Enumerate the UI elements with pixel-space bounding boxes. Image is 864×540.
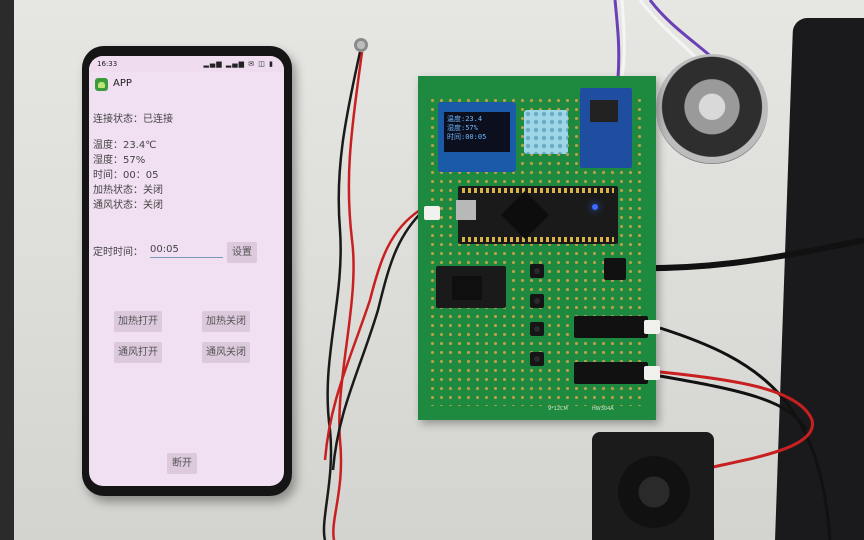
relay-cable-red [659, 370, 814, 472]
button-4 [530, 352, 544, 366]
relay-2-connector [644, 366, 660, 380]
fan-cable-black [659, 374, 808, 431]
fan-hub [618, 456, 690, 528]
probe-wire-black [322, 51, 362, 540]
connection-status: 连接状态：已连接 [93, 114, 173, 125]
heat-on-button[interactable]: 加热打开 [114, 311, 162, 332]
button-2 [530, 294, 544, 308]
power-led [592, 204, 598, 210]
purple-wire [613, 0, 621, 79]
probe-connector [424, 206, 440, 220]
pcb-size-label: 9*12CM [548, 406, 568, 412]
relay-1-connector [644, 320, 660, 334]
speaker [656, 54, 768, 164]
power-cable [619, 237, 864, 272]
oled-line-3: 时间:00:05 [447, 133, 487, 141]
voice-chip [590, 100, 618, 122]
phone-screen: 16:33 ▂▄▆ ▂▄▆ ✉ ◫ ▮ APP 连接状态：已连接 温度：23.4… [89, 56, 284, 486]
app-bar: APP [89, 72, 284, 98]
dc-jack [604, 258, 626, 280]
white-wire [620, 0, 626, 79]
set-button[interactable]: 设置 [227, 242, 257, 263]
pcb-model-label: HW304A [592, 406, 614, 412]
oled-line-1: 温度:23.4 [447, 115, 483, 123]
dark-edge [0, 0, 14, 540]
heating-status: 加热状态：关闭 [93, 185, 163, 196]
relay-2 [574, 362, 648, 384]
humidity-readout: 湿度：57% [93, 155, 146, 166]
usb-port [456, 200, 476, 220]
probe-branch-black [331, 213, 421, 471]
app-title: APP [113, 78, 132, 89]
timer-label: 定时时间： [93, 247, 143, 258]
oled-display: 温度:23.4 湿度:57% 时间:00:05 [444, 112, 510, 152]
oled-line-2: 湿度:57% [447, 124, 478, 132]
disconnect-button[interactable]: 断开 [167, 453, 197, 474]
temperature-probe [354, 38, 368, 52]
vent-on-button[interactable]: 通风打开 [114, 342, 162, 363]
temperature-readout: 温度：23.4℃ [93, 140, 157, 151]
android-icon [95, 78, 108, 91]
probe-wire-red [332, 51, 364, 540]
ventilation-status: 通风状态：关闭 [93, 200, 163, 211]
button-3 [530, 322, 544, 336]
probe-branch-red [323, 208, 421, 461]
relay-1 [574, 316, 648, 338]
heat-off-button[interactable]: 加热关闭 [202, 311, 250, 332]
time-readout: 时间：00：05 [93, 170, 159, 181]
status-icons: ▂▄▆ ▂▄▆ ✉ ◫ ▮ [203, 60, 274, 68]
status-bar: 16:33 ▂▄▆ ▂▄▆ ✉ ◫ ▮ [89, 56, 284, 72]
button-1 [530, 264, 544, 278]
vent-off-button[interactable]: 通风关闭 [202, 342, 250, 363]
dht11-sensor [524, 110, 568, 154]
esp-chip [452, 276, 482, 300]
timer-input[interactable]: 00:05 [150, 243, 223, 258]
status-time: 16:33 [97, 60, 118, 68]
